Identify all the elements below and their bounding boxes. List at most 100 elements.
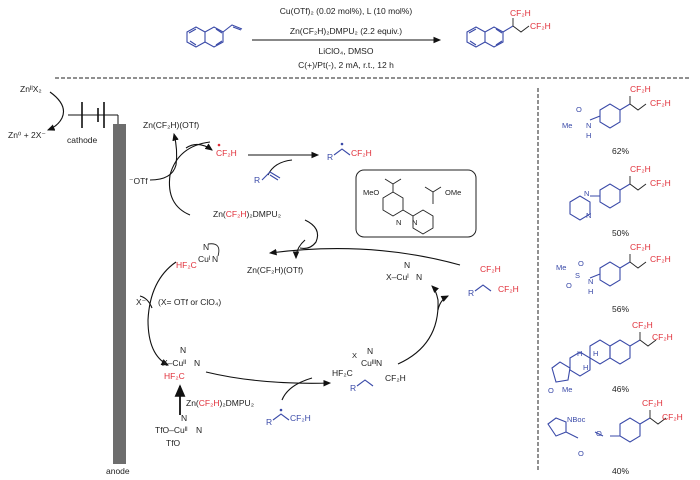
condition-2: Zn(CF₂H)₂DMPU₂ (2.2 equiv.)	[290, 26, 402, 36]
alkene-r: R	[254, 175, 260, 185]
scope5-cf2h-top: CF₂H	[642, 398, 663, 408]
scope5-yield: 40%	[612, 466, 629, 476]
cu2-otf-a: TfO–Cuᴵᴵ	[155, 425, 188, 435]
cu3-alkyl-bonds	[356, 379, 374, 387]
cu3-label: Cuᴵᴵᴵ	[361, 358, 376, 368]
scope4-h1: H	[577, 349, 582, 358]
scope3-s: S	[575, 271, 580, 280]
product-bonds	[474, 284, 492, 292]
cu2-otf-n-top: N	[181, 413, 187, 423]
radical-dot-2	[279, 408, 283, 412]
scope5-nboc: NBoc	[567, 415, 586, 424]
scope-item-2: N N CF₂H CF₂H 50%	[569, 164, 671, 238]
cycle-arrow-bottom	[205, 371, 332, 387]
cu3-x: X	[352, 351, 357, 360]
scope4-o: O	[548, 386, 554, 395]
scope3-h: H	[588, 287, 593, 296]
cu3-n-top: N	[367, 346, 373, 356]
scope3-yield: 56%	[612, 304, 629, 314]
cu2-cf2h: HF₂C	[164, 371, 185, 381]
cu3-n: N	[376, 358, 382, 368]
product-r: R	[468, 288, 474, 298]
cu2-n: N	[194, 358, 200, 368]
alkyl-radical-dot	[340, 142, 344, 146]
scope1-cf2h-right: CF₂H	[650, 98, 671, 108]
zn0-label: Zn⁰ + 2X⁻	[8, 130, 46, 140]
condition-3: LiClO₄, DMSO	[319, 46, 374, 56]
product-naphthalene	[466, 18, 530, 48]
ligand-n2: N	[412, 218, 417, 227]
cf2h-radical: CF₂H	[216, 148, 237, 158]
cu1-label: Cuᴵ	[198, 254, 210, 264]
alkene-bonds	[261, 171, 281, 181]
x-minus-label: X⁻	[136, 297, 147, 307]
scope1-me: Me	[562, 121, 572, 130]
zn-reagent-mid: Zn(CF₂H)₂DMPU₂	[213, 209, 281, 219]
alkyl-radical-cf2h: CF₂H	[351, 148, 372, 158]
transmetalation-arc	[299, 219, 319, 249]
x-join-arc	[139, 295, 153, 309]
scope2-cf2h-top: CF₂H	[630, 164, 651, 174]
product-cf2h-right: CF₂H	[530, 21, 551, 31]
otf-anion-label: ⁻OTf	[129, 176, 148, 186]
condition-1: Cu(OTf)₂ (0.02 mol%), L (10 mol%)	[280, 6, 413, 16]
scope4-cf2h-right: CF₂H	[652, 332, 673, 342]
condition-4: C(+)/Pt(-), 2 mA, r.t., 12 h	[298, 60, 394, 70]
scope4-me: Me	[562, 385, 572, 394]
cu1-chelate-arc	[207, 243, 220, 257]
scope3-o1: O	[578, 259, 584, 268]
scope3-n: N	[588, 277, 593, 286]
cathode-label: cathode	[67, 135, 98, 145]
cu2-x: X–Cuᴵᴵ	[162, 358, 186, 368]
x-definition-note: (X= OTf or ClO₄)	[158, 297, 221, 307]
product-cf2h-top: CF₂H	[510, 8, 531, 18]
battery-circuit-icon	[68, 102, 119, 128]
cu3-cf2h: HF₂C	[332, 368, 353, 378]
scope4-h2: H	[593, 349, 598, 358]
scope1-n: N	[586, 121, 591, 130]
starting-material-vinylnaphthalene	[186, 24, 243, 48]
cycle-product-cf2h-right: CF₂H	[498, 284, 519, 294]
cu2-otf-n: N	[196, 425, 202, 435]
radical-release-arrow	[185, 143, 213, 151]
radical-cf2h: CF₂H	[290, 413, 311, 423]
cu1x-n-top: N	[404, 260, 410, 270]
scope1-cf2h-top: CF₂H	[630, 84, 651, 94]
zn-x2-label: ZnᴵᴵX₂	[20, 84, 42, 94]
ligand-meo: MeO	[363, 188, 379, 197]
scope2-n1: N	[584, 189, 589, 198]
cycle-product-cf2h-top: CF₂H	[480, 264, 501, 274]
cu1x-label: X–Cuᴵ	[386, 272, 409, 282]
radical-bonds	[272, 413, 290, 421]
cu2-otf-b: TfO	[166, 438, 181, 448]
scope5-cf2h-right: CF₂H	[662, 412, 683, 422]
zn-release-arrow	[292, 239, 306, 260]
zn-reagent-bottom: Zn(CF₂H)₂DMPU₂	[186, 398, 254, 408]
radical-dot	[217, 143, 221, 147]
scope2-n2: N	[586, 211, 591, 220]
cu1-cf2h: HF₂C	[176, 260, 197, 270]
cycle-arrow-right	[397, 285, 439, 365]
bipyridine-ligand	[382, 178, 442, 235]
reductive-elimination-arrow	[437, 295, 449, 311]
radical-generation-arc	[168, 141, 211, 216]
radical-capture-arc	[281, 377, 313, 401]
scope3-cf2h-right: CF₂H	[650, 254, 671, 264]
zn-cf2h-otf-mid: Zn(CF₂H)(OTf)	[247, 265, 303, 275]
cu3-r: R	[350, 383, 356, 393]
cu2-n-top: N	[180, 345, 186, 355]
scope5-o-carbonyl: O	[578, 449, 584, 458]
scope2-cf2h-right: CF₂H	[650, 178, 671, 188]
zn-reduction-arrow	[46, 91, 65, 131]
scope1-yield: 62%	[612, 146, 629, 156]
scope4-h3: H	[583, 363, 588, 372]
ligand-ome: OMe	[445, 188, 461, 197]
alkyl-radical-r: R	[327, 152, 333, 162]
ligand-box	[355, 169, 477, 238]
scope-item-5: NBoc O O CF₂H CF₂H 40%	[547, 398, 683, 476]
scope2-yield: 50%	[612, 228, 629, 238]
ligand-n1: N	[396, 218, 401, 227]
anode-electrode	[113, 124, 126, 464]
scope1-h: H	[586, 131, 591, 140]
